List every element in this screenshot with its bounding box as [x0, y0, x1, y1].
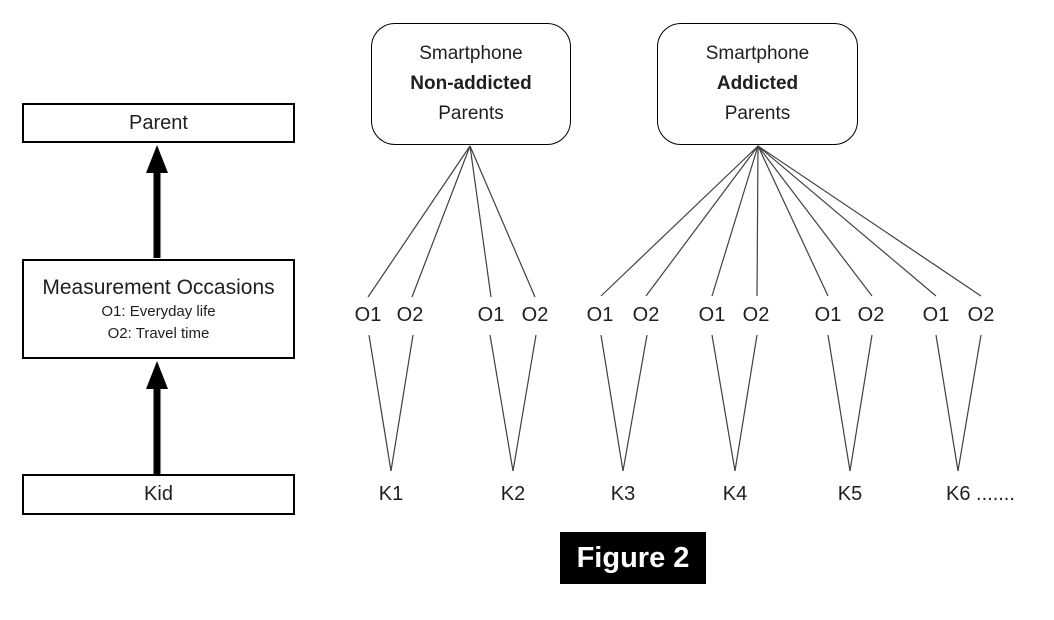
occasion-label-o2: O2 [857, 303, 885, 326]
occasion-label-o2: O2 [632, 303, 660, 326]
measurement-occasions-box: Measurement Occasions O1: Everyday life … [22, 259, 295, 359]
fan-lines-addicted [600, 145, 982, 297]
occasion-1-definition: O1: Everyday life [101, 302, 216, 320]
kid-box: Kid [22, 474, 295, 515]
kid-label-k3: K3 [610, 482, 636, 505]
kid-label-k2: K2 [500, 482, 526, 505]
figure-caption: Figure 2 [560, 532, 706, 584]
group-line-smartphone: Smartphone [705, 43, 810, 64]
group-line-addicted: Addicted [716, 73, 799, 94]
parent-box: Parent [22, 103, 295, 143]
group-line-non-addicted: Non-addicted [410, 73, 532, 94]
occasion-label-o1: O1 [586, 303, 614, 326]
occasion-label-o2: O2 [967, 303, 995, 326]
kid-label-k1: K1 [378, 482, 404, 505]
kid-label: Kid [144, 483, 173, 505]
arrow-up-measurement-to-parent [146, 145, 168, 258]
parent-label: Parent [129, 111, 188, 134]
occasion-label-o1: O1 [354, 303, 382, 326]
occasion-2-definition: O2: Travel time [107, 324, 210, 342]
group-line-parents: Parents [438, 103, 504, 124]
occasion-label-o2: O2 [521, 303, 549, 326]
group-line-parents: Parents [724, 103, 791, 124]
arrow-up-kid-to-measurement [146, 361, 168, 474]
fan-lines-non-addicted [367, 145, 536, 298]
non-addicted-parents-box: Smartphone Non-addicted Parents [371, 23, 571, 145]
occasion-label-o1: O1 [922, 303, 950, 326]
measurement-occasions-title: Measurement Occasions [42, 275, 275, 299]
kid-label-k4: K4 [722, 482, 748, 505]
kid-label-k6: K6 ....... [946, 482, 1015, 505]
addicted-parents-box: Smartphone Addicted Parents [657, 23, 858, 145]
figure-caption-text: Figure 2 [576, 541, 690, 574]
group-line-smartphone: Smartphone [419, 43, 523, 64]
occasion-label-o1: O1 [477, 303, 505, 326]
occasion-label-o2: O2 [396, 303, 424, 326]
occasion-to-kid-lines [368, 334, 982, 472]
kid-label-k5: K5 [837, 482, 863, 505]
occasion-label-o1: O1 [698, 303, 726, 326]
occasion-label-o2: O2 [742, 303, 770, 326]
occasion-label-o1: O1 [814, 303, 842, 326]
